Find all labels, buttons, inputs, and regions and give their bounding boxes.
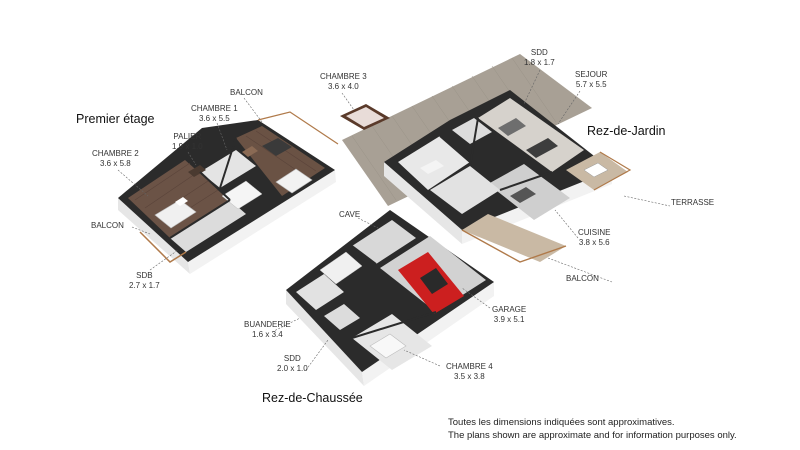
premier-etage-plan — [118, 111, 339, 274]
label-cuisine: CUISINE 3.8 x 5.6 — [578, 228, 610, 248]
label-chambre-1: CHAMBRE 1 3.6 x 5.5 — [191, 104, 238, 124]
disclaimer-en: The plans shown are approximate and for … — [448, 430, 737, 441]
room-name: CHAMBRE 1 — [191, 104, 238, 113]
floor-title-chaussee: Rez-de-Chaussée — [262, 391, 363, 405]
cave-floor — [352, 220, 416, 264]
room-name: PALIER — [173, 132, 202, 141]
sdb-floor — [170, 200, 246, 252]
rez-de-chaussee-plan — [286, 210, 494, 386]
room-dimensions: 5.7 x 5.5 — [575, 80, 607, 89]
sejour-floor — [478, 98, 584, 172]
disclaimer-fr: Toutes les dimensions indiquées sont app… — [448, 417, 675, 428]
room-dimensions: 3.6 x 5.5 — [199, 114, 230, 123]
buanderie-floor — [296, 274, 344, 310]
room-dimensions: 1.9 x 1.0 — [172, 142, 203, 151]
room-dimensions: 1.8 x 1.7 — [524, 58, 555, 67]
label-garage: GARAGE 3.9 x 5.1 — [492, 305, 526, 325]
label-sdb: SDB 2.7 x 1.7 — [129, 271, 160, 291]
label-leader-lines — [117, 69, 671, 371]
room-name: CHAMBRE 4 — [446, 362, 493, 371]
room-dimensions: 1.6 x 3.4 — [252, 330, 283, 339]
label-terrasse: TERRASSE — [671, 198, 714, 208]
room-name: BUANDERIE — [244, 320, 291, 329]
room-name: CHAMBRE 2 — [92, 149, 139, 158]
label-sejour: SEJOUR 5.7 x 5.5 — [575, 70, 607, 90]
label-balcon-right: BALCON — [566, 274, 599, 284]
room-name: SDD — [530, 48, 548, 57]
room-name: CHAMBRE 3 — [320, 72, 367, 81]
label-balcon-top: BALCON — [230, 88, 263, 98]
label-buanderie: BUANDERIE 1.6 x 3.4 — [244, 320, 291, 340]
label-sdd-chaussee: SDD 2.0 x 1.0 — [277, 354, 308, 374]
room-dimensions: 3.6 x 4.0 — [328, 82, 359, 91]
room-name: BALCON — [230, 88, 263, 97]
label-chambre-4: CHAMBRE 4 3.5 x 3.8 — [446, 362, 493, 382]
room-dimensions: 2.7 x 1.7 — [129, 281, 160, 290]
label-sdd-jardin: SDD 1.8 x 1.7 — [524, 48, 555, 68]
rez-de-jardin-plan — [340, 54, 632, 263]
room-dimensions: 2.0 x 1.0 — [277, 364, 308, 373]
room-name: CUISINE — [578, 228, 611, 237]
room-dimensions: 3.8 x 5.6 — [578, 238, 610, 247]
floor-title-jardin: Rez-de-Jardin — [587, 124, 666, 138]
room-name: GARAGE — [492, 305, 527, 314]
room-dimensions: 3.6 x 5.8 — [100, 159, 131, 168]
label-cave: CAVE — [339, 210, 360, 220]
room-name: SDB — [136, 271, 153, 280]
room-name: SEJOUR — [575, 70, 608, 79]
room-name: BALCON — [566, 274, 599, 283]
room-name: BALCON — [91, 221, 124, 230]
chambre-2-floor — [128, 160, 230, 238]
room-dimensions: 3.9 x 5.1 — [493, 315, 525, 324]
room-name: CAVE — [339, 210, 361, 219]
sdd-jardin-floor — [452, 118, 492, 144]
room-dimensions: 3.5 x 3.8 — [454, 372, 485, 381]
sdd-chaussee-floor — [324, 304, 360, 330]
room-name: TERRASSE — [671, 198, 715, 207]
room-name: SDD — [283, 354, 301, 363]
label-palier: PALIER 1.9 x 1.0 — [172, 132, 203, 152]
label-balcon-left: BALCON — [91, 221, 124, 231]
palier-floor — [200, 150, 256, 188]
label-chambre-2: CHAMBRE 2 3.6 x 5.8 — [92, 149, 139, 169]
floor-title-premier: Premier étage — [76, 112, 155, 126]
label-chambre-3: CHAMBRE 3 3.6 x 4.0 — [320, 72, 367, 92]
